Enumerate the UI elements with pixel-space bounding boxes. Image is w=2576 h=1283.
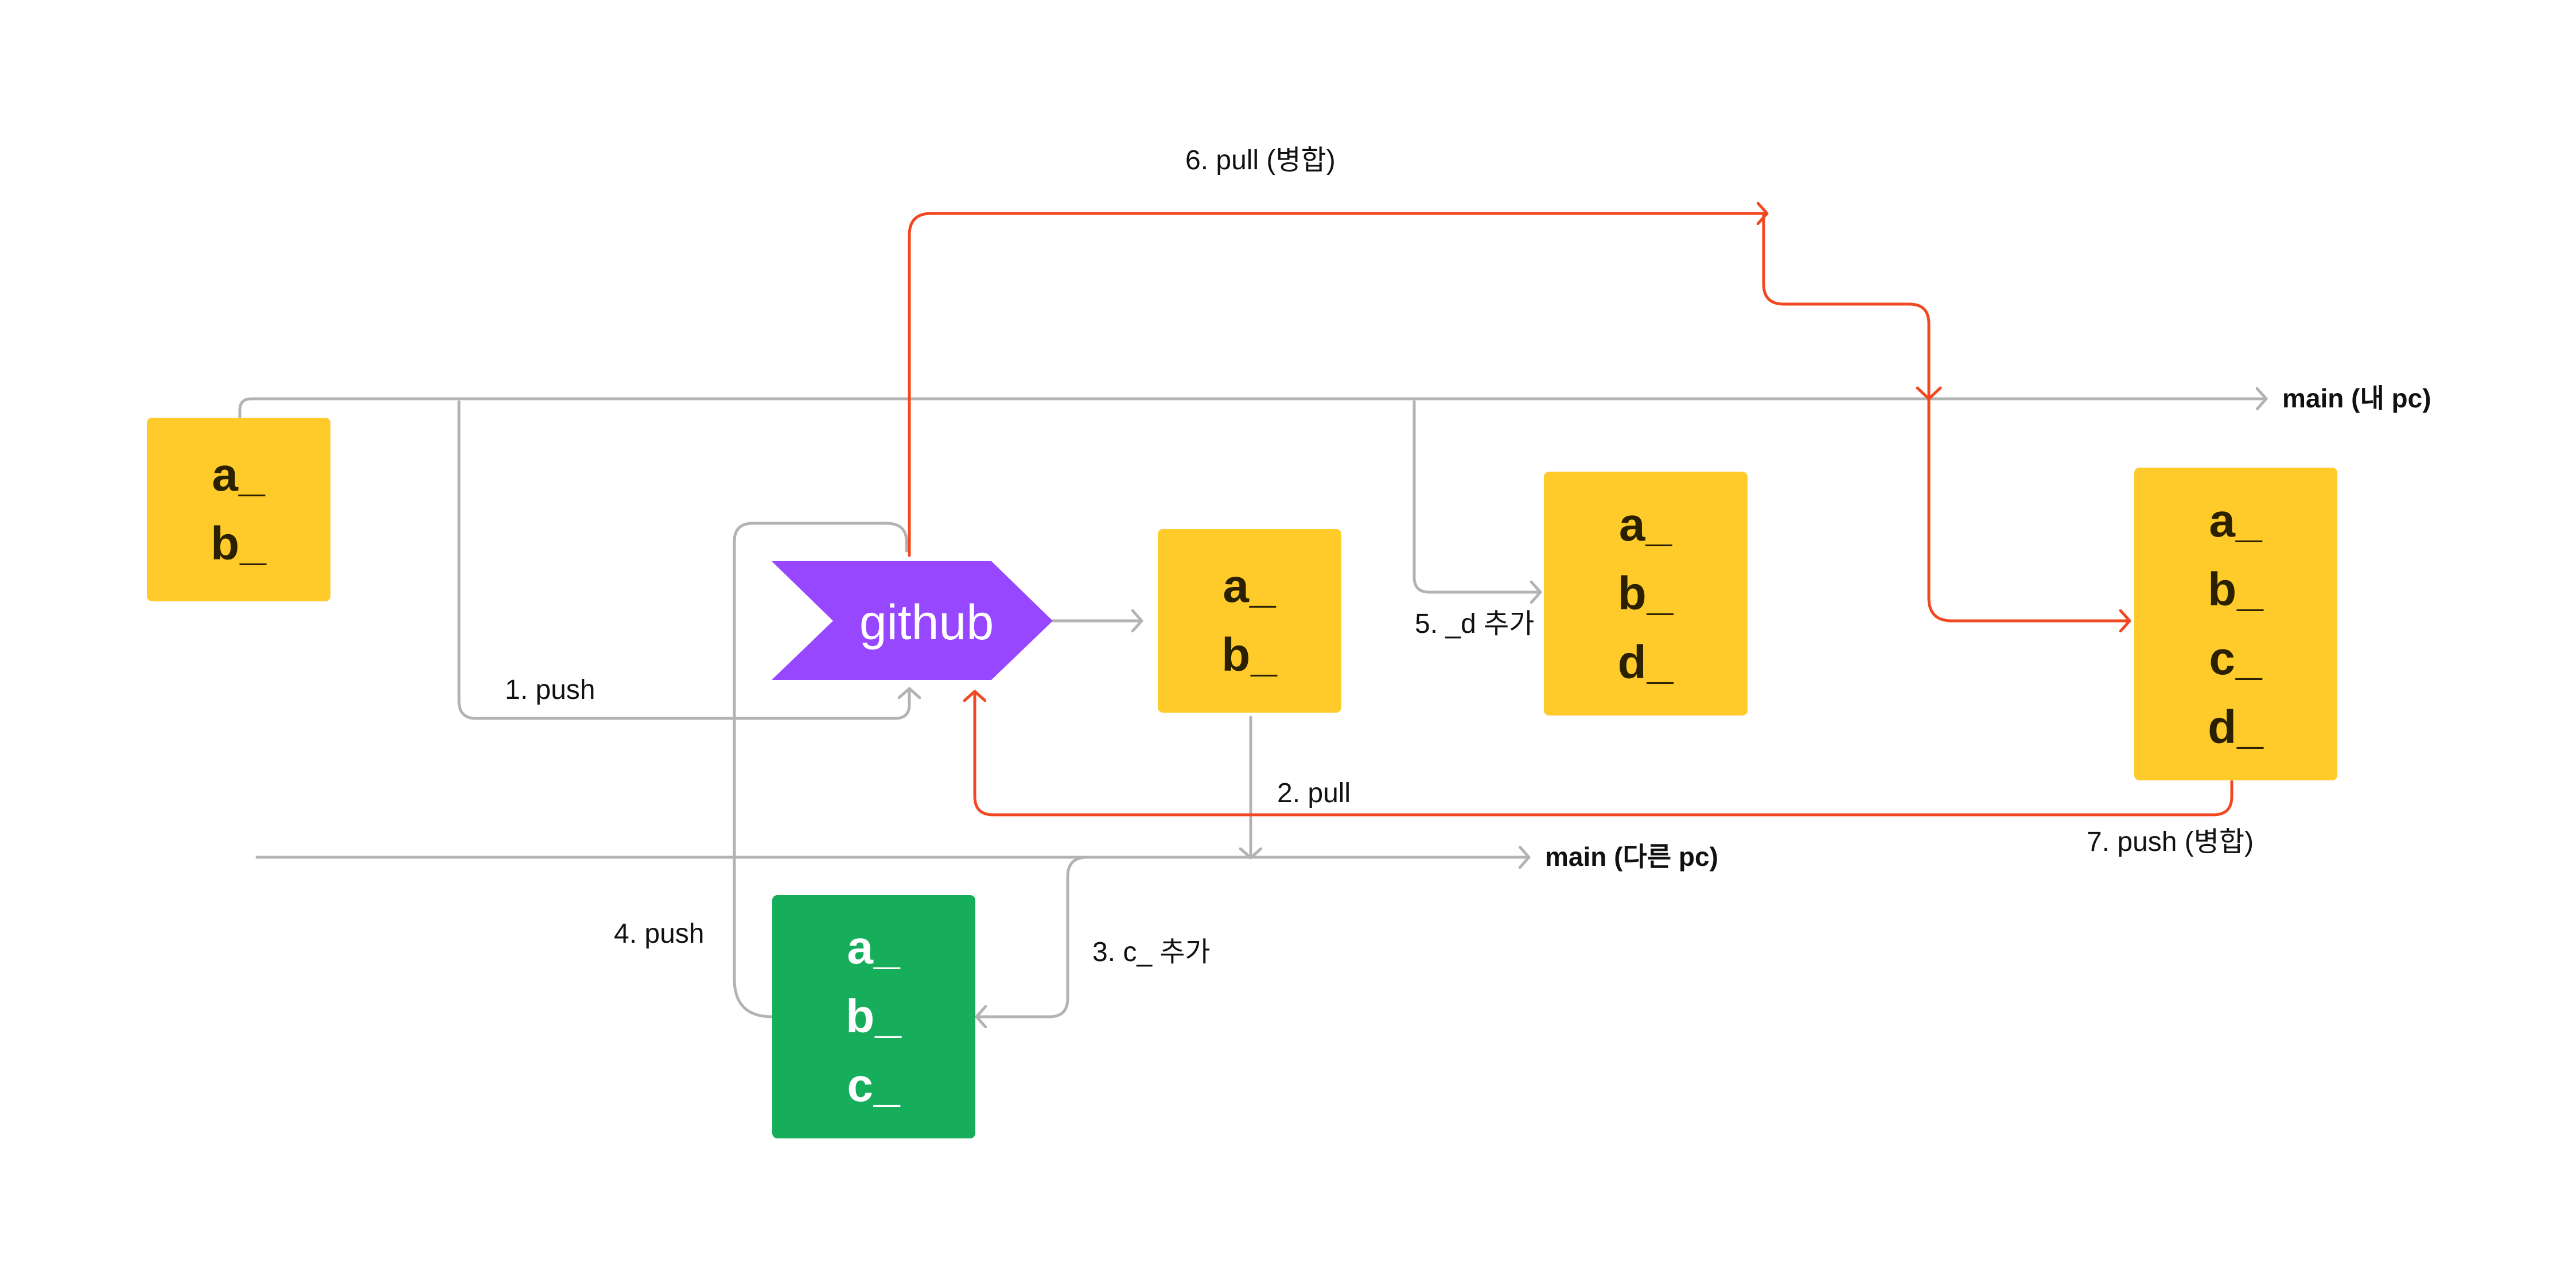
github-node [772, 561, 1053, 680]
github-label: github [859, 594, 994, 650]
pull-merge-6-route [1762, 212, 2131, 621]
commit-box-initial: a_ b_ [147, 418, 330, 601]
file-line: b_ [1617, 567, 1674, 620]
commit-box-merged: a_ b_ c_ d_ [2134, 468, 2337, 780]
file-line: b_ [1221, 629, 1278, 681]
file-line: a_ [212, 449, 266, 501]
file-line: a_ [2209, 494, 2263, 547]
branch-label-other-pc: main (다른 pc) [1545, 842, 1718, 872]
file-line: b_ [2208, 563, 2264, 616]
step-label-pull-merge-6: 6. pull (병합) [1185, 145, 1336, 176]
main-my-pc-timeline [238, 399, 2268, 419]
file-line: a_ [1223, 560, 1277, 612]
step-label-push-1: 1. push [505, 675, 596, 705]
pull-merge-6-connector [908, 213, 1769, 557]
push-4-connector [733, 522, 908, 1018]
file-line: d_ [1617, 636, 1674, 689]
step-label-add-c-3: 3. c_ 추가 [1092, 937, 1211, 967]
push-merge-7-connector [975, 690, 2233, 817]
commit-box-pulled: a_ b_ [1158, 529, 1341, 713]
add-d-connector [1412, 400, 1542, 592]
step-label-pull-2: 2. pull [1277, 778, 1351, 808]
file-line: a_ [847, 922, 901, 974]
step-label-push-merge-7: 7. push (병합) [2087, 827, 2254, 857]
add-c-connector [975, 856, 1089, 1017]
branch-label-my-pc: main (내 pc) [2282, 383, 2431, 413]
commit-box-other-pc: a_ b_ c_ [772, 895, 975, 1138]
file-line: d_ [2208, 701, 2264, 753]
file-line: a_ [1618, 498, 1673, 551]
file-line: b_ [846, 990, 902, 1043]
step-label-push-4: 4. push [614, 919, 705, 949]
file-line: b_ [211, 518, 267, 570]
merge-tick-on-main [1916, 386, 1942, 401]
commit-box-added-d: a_ b_ d_ [1544, 472, 1748, 716]
push-1-connector [457, 400, 909, 720]
file-line: c_ [847, 1059, 901, 1111]
file-line: c_ [2209, 632, 2263, 685]
step-label-add-d-5: 5. _d 추가 [1415, 609, 1535, 639]
